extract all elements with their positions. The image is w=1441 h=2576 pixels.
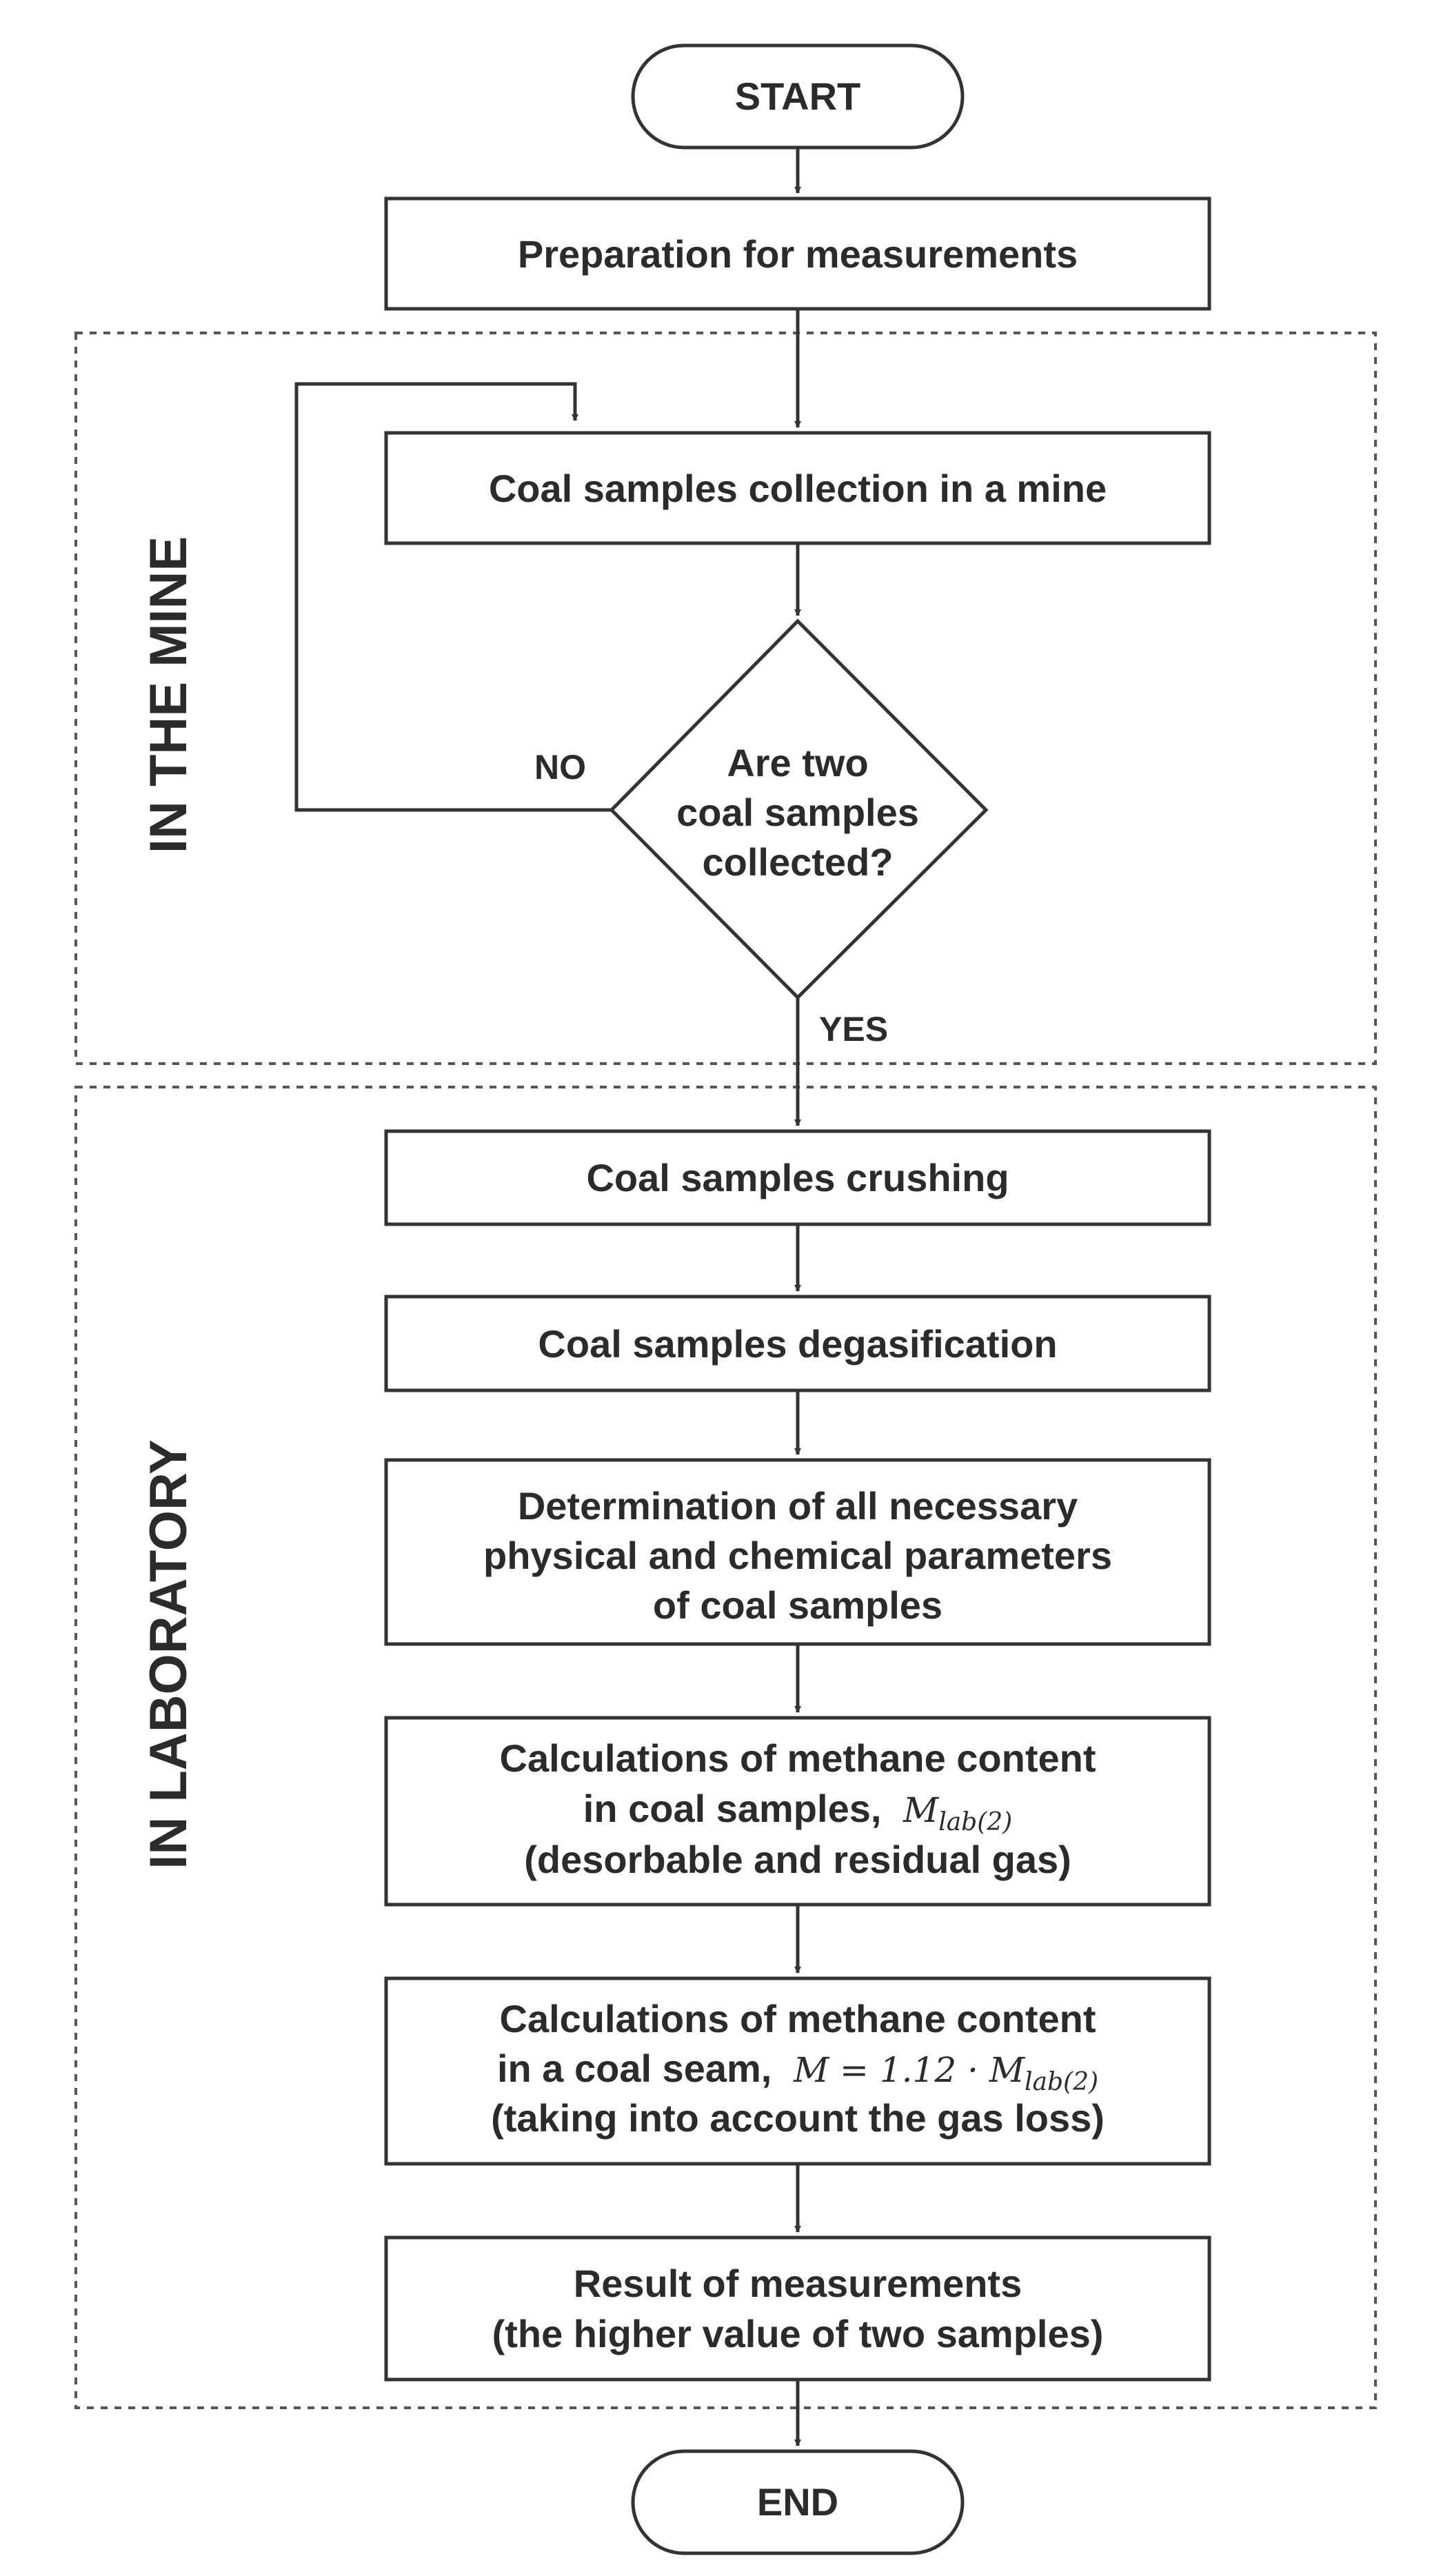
determination-label-line-3: of coal samples xyxy=(653,1583,943,1627)
calc-samples-line-2: in coal samples, Mlab(2) xyxy=(583,1787,1012,1836)
decision-label-line-2: coal samples xyxy=(676,791,919,834)
result-label-line-1: Result of measurements xyxy=(574,2262,1022,2305)
decision-node: Are two coal samples collected? xyxy=(609,618,989,1000)
determination-step: Determination of all necessary physical … xyxy=(384,1458,1211,1646)
mine-region-label: IN THE MINE xyxy=(139,536,198,853)
determination-label-line-2: physical and chemical parameters xyxy=(483,1534,1112,1577)
calc-samples-formula: M xyxy=(903,1790,940,1830)
edge-decision-no-loop xyxy=(294,382,612,812)
end-label: END xyxy=(757,2480,838,2524)
start-label: START xyxy=(735,74,861,118)
preparation-step: Preparation for measurements xyxy=(384,196,1211,311)
calc-seam-line-2: in a coal seam, M = 1.12 · Mlab(2) xyxy=(497,2047,1098,2096)
calc-samples-line-1: Calculations of methane content xyxy=(500,1736,1096,1780)
degasification-label: Coal samples degasification xyxy=(538,1322,1057,1366)
calc-seam-line-2-text: in a coal seam, xyxy=(497,2047,772,2090)
start-node: START xyxy=(631,43,965,150)
calc-seam-line-3: (taking into account the gas loss) xyxy=(491,2096,1105,2140)
crushing-label: Coal samples crushing xyxy=(586,1156,1009,1199)
result-step: Result of measurements (the higher value… xyxy=(384,2235,1211,2382)
calc-seam-step: Calculations of methane content in a coa… xyxy=(384,1976,1211,2166)
calc-seam-formula: M = 1.12 · M xyxy=(793,2050,1026,2090)
laboratory-region-label: IN LABORATORY xyxy=(139,1439,198,1869)
preparation-label: Preparation for measurements xyxy=(518,232,1078,276)
calc-seam-formula-sub: lab(2) xyxy=(1025,2068,1098,2096)
laboratory-region xyxy=(74,1086,1377,2409)
collection-label: Coal samples collection in a mine xyxy=(489,467,1107,510)
calc-samples-step: Calculations of methane content in coal … xyxy=(384,1716,1211,1907)
result-label-line-2: (the higher value of two samples) xyxy=(492,2312,1104,2355)
decision-label-line-3: collected? xyxy=(703,840,894,884)
collection-step: Coal samples collection in a mine xyxy=(384,431,1211,545)
determination-label-line-1: Determination of all necessary xyxy=(518,1484,1078,1528)
calc-samples-line-2-text: in coal samples, xyxy=(583,1787,882,1830)
end-node: END xyxy=(631,2449,965,2555)
edge-label-yes: YES xyxy=(819,1010,888,1048)
calc-samples-line-3: (desorbable and residual gas) xyxy=(524,1838,1071,1881)
calc-seam-line-1: Calculations of methane content xyxy=(500,1997,1096,2040)
crushing-step: Coal samples crushing xyxy=(384,1129,1211,1226)
decision-label-line-1: Are two xyxy=(727,741,868,784)
calc-samples-formula-sub: lab(2) xyxy=(938,1808,1012,1836)
degasification-step: Coal samples degasification xyxy=(384,1295,1211,1392)
mine-region xyxy=(74,332,1377,1065)
edge-label-no: NO xyxy=(534,748,586,787)
edges xyxy=(294,148,801,2446)
